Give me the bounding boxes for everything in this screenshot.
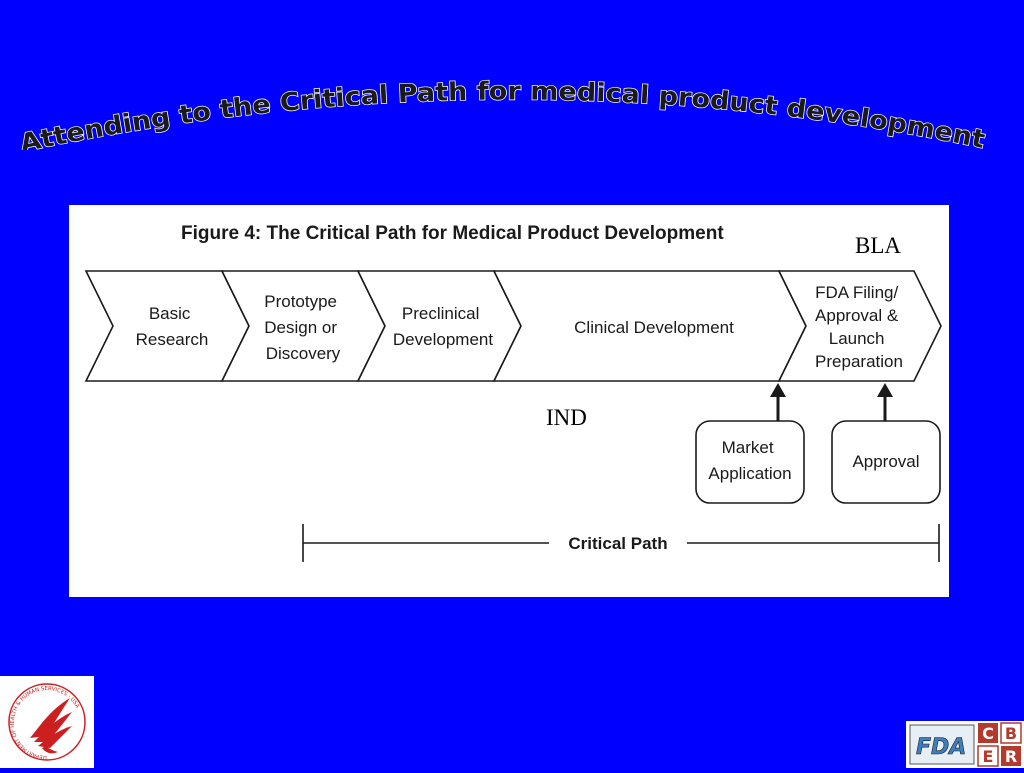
cber-letter: C — [982, 724, 994, 743]
critical-path-label: Critical Path — [568, 534, 667, 553]
ind-annotation: IND — [546, 405, 587, 430]
critical-path-figure: Figure 4: The Critical Path for Medical … — [69, 205, 949, 597]
stage-label: Prototype Design or Discovery — [264, 292, 342, 363]
cber-letter: R — [1005, 747, 1017, 766]
arrowhead-icon — [770, 383, 786, 397]
eagle-icon — [30, 698, 72, 754]
stage-label: Preclinical Development — [393, 304, 493, 349]
figure-title: Figure 4: The Critical Path for Medical … — [181, 223, 724, 244]
milestone-label: Market Application — [708, 438, 791, 483]
milestone-market-application — [695, 420, 805, 504]
bla-annotation: BLA — [855, 233, 901, 258]
cber-letter: E — [983, 747, 994, 766]
hhs-logo: DEPARTMENT OF HEALTH & HUMAN SERVICES · … — [0, 676, 94, 768]
milestone-approval — [831, 420, 941, 504]
stage-label: Basic Research — [136, 304, 209, 349]
slide-title: Attending to the Critical Path for medic… — [17, 76, 989, 150]
fda-logo-text: FDA — [916, 735, 966, 760]
stage-label: FDA Filing/ Approval & Launch Preparatio… — [815, 283, 903, 371]
fda-cber-logo: FDA C B E R — [906, 721, 1024, 768]
arrowhead-icon — [877, 383, 893, 397]
stage-label: Clinical Development — [574, 318, 734, 337]
stage-fda-filing — [777, 270, 942, 382]
stage-basic-research — [84, 270, 250, 382]
slide-title-text: Attending to the Critical Path for medic… — [17, 76, 989, 150]
milestone-label: Approval — [852, 452, 919, 471]
cber-letter: B — [1005, 724, 1017, 743]
svg-text:Attending to the Critical Path: Attending to the Critical Path for medic… — [17, 76, 987, 150]
